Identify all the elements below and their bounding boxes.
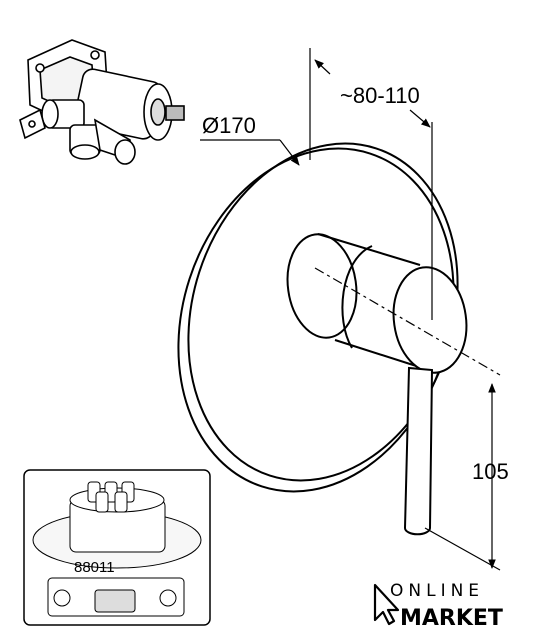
mixer-handle	[286, 232, 468, 374]
part-number-label: 88011	[74, 559, 115, 576]
online-market-logo: ONLINE MARKET	[373, 581, 503, 631]
logo-line2: MARKET	[400, 606, 503, 631]
depth-label: ~80-110	[340, 83, 420, 108]
inset-box: 88011	[23, 469, 211, 626]
dimension-lines	[200, 48, 501, 571]
inset-cartridge-illustration	[32, 481, 202, 617]
logo-line1: ONLINE	[390, 581, 484, 601]
valve-body-illustration	[19, 39, 185, 165]
height-label: 105	[472, 459, 509, 484]
diameter-label: Ø170	[202, 113, 256, 138]
lever-stem	[403, 366, 434, 536]
cursor-arrow-icon	[373, 583, 400, 626]
